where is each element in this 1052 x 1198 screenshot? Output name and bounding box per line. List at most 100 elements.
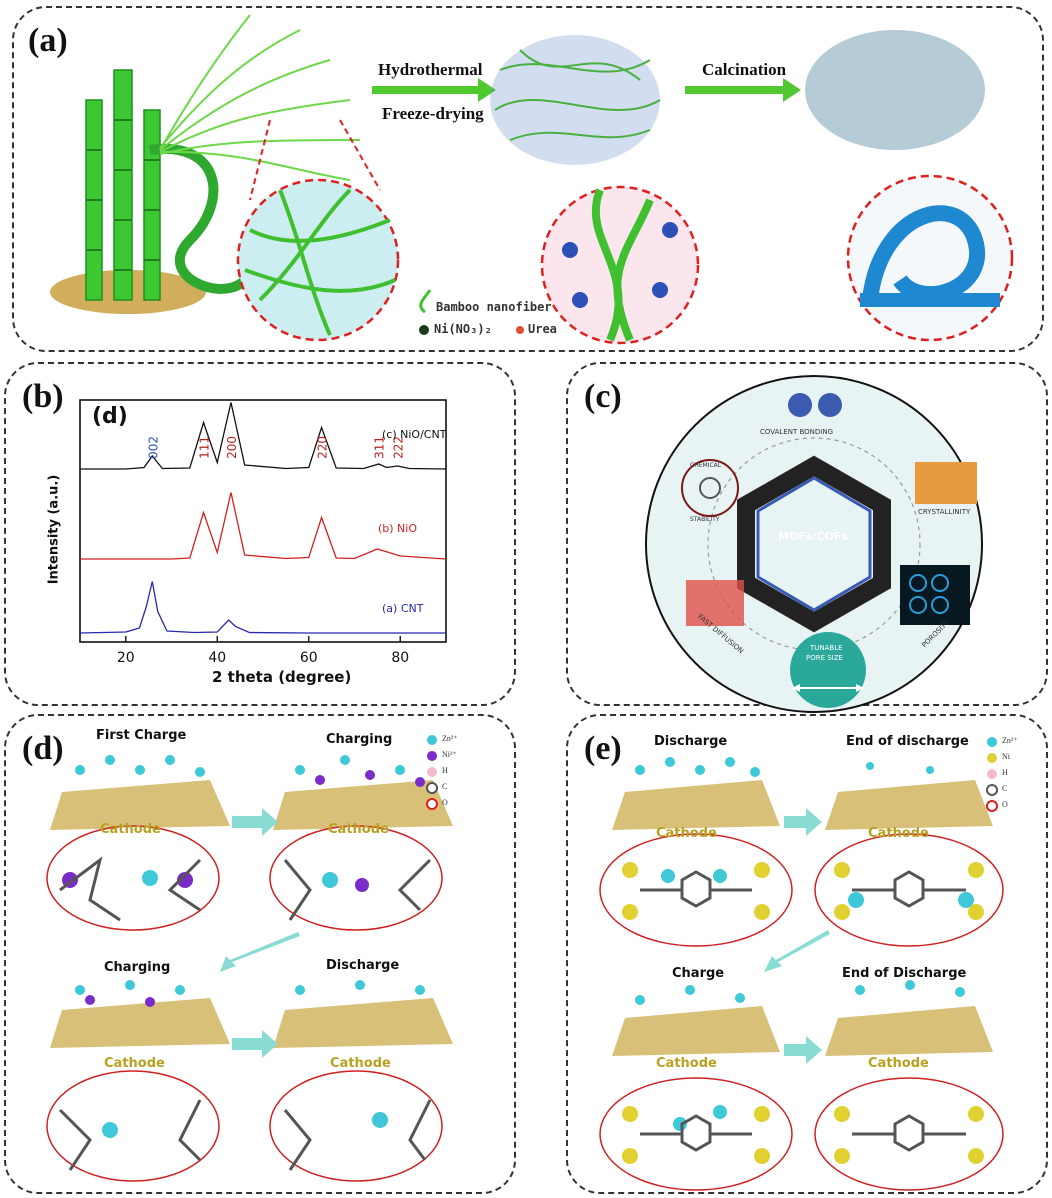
d-state-3: Charging <box>104 960 171 975</box>
xrd-xtick-label: 80 <box>391 650 409 666</box>
d-state-1: First Charge <box>96 728 187 743</box>
e-state-2: End of discharge <box>846 734 969 749</box>
label-stability: STABILITY <box>690 516 720 523</box>
d-legend-o <box>426 798 438 810</box>
step-hydrothermal: Hydrothermal <box>378 60 483 79</box>
e-slab-2 <box>825 780 993 830</box>
panel-a-label: (a) <box>28 22 68 59</box>
xrd-series-line <box>79 581 446 634</box>
fast-diffusion-lattice <box>686 580 744 626</box>
xrd-peak-label: 311 <box>373 436 387 459</box>
label-chemical: CHEMICAL <box>690 462 722 469</box>
panel-e <box>566 714 1048 1194</box>
series-label-nio-cnt: (c) NiO/CNT <box>382 428 447 441</box>
covalent-atom-right <box>818 393 842 417</box>
xrd-xlabel: 2 theta (degree) <box>212 668 352 686</box>
panel-b-label: (b) <box>22 378 64 415</box>
d-zoom-3 <box>46 1070 220 1182</box>
xrd-xtick-label: 20 <box>117 650 135 666</box>
e-legend-o <box>986 800 998 812</box>
e-zoom-2 <box>814 833 1004 947</box>
e-state-4: End of Discharge <box>842 966 967 981</box>
d-zoom-4 <box>269 1070 443 1182</box>
ni-salt-marker <box>419 325 429 335</box>
e-legend-zn-label: Zn²⁺ <box>1002 736 1018 745</box>
d-state-2: Charging <box>326 732 393 747</box>
covalent-atom-left <box>788 393 812 417</box>
e-legend-ni <box>987 753 997 763</box>
stability-ring <box>681 459 739 517</box>
e-state-3: Charge <box>672 966 725 981</box>
xrd-xtick-label: 60 <box>300 650 318 666</box>
e-zoom-1 <box>599 833 793 947</box>
d-legend-h-label: H <box>442 766 448 775</box>
xrd-plot-frame <box>79 399 447 643</box>
panel-d-label: (d) <box>22 730 64 767</box>
mof-center-label: MOFs/COFs <box>778 530 848 543</box>
panel-c-illustration <box>645 375 983 713</box>
mof-background-circle <box>645 375 983 713</box>
e-transition-arrows <box>764 808 830 1064</box>
e-legend-o-label: O <box>1002 800 1008 809</box>
mof-hexagon <box>737 455 891 633</box>
xrd-peak-label: 222 <box>392 436 406 459</box>
panel-a-illustration <box>50 14 1014 345</box>
d-zoom-1 <box>46 825 220 931</box>
d-legend-c <box>426 782 438 794</box>
d-transition-arrows <box>220 808 300 1058</box>
d-state-4: Discharge <box>326 958 400 973</box>
legend-ni-nitrate: Ni(NO₃)₂ <box>434 322 492 336</box>
e-slab-1 <box>612 780 780 830</box>
xrd-xtick-label: 40 <box>208 650 226 666</box>
panel-d <box>4 714 516 1194</box>
xrd-chart: 20 40 60 80 002 111 200 220 311 222 <box>79 399 447 666</box>
e-legend-h <box>987 769 997 779</box>
label-crystallinity: CRYSTALLINITY <box>918 508 971 516</box>
d-slab-2 <box>273 780 453 830</box>
e-slab-3 <box>612 1006 780 1056</box>
d-zoom-2 <box>269 825 443 931</box>
e-legend-h-label: H <box>1002 768 1008 777</box>
d-legend-h <box>427 767 437 777</box>
series-label-nio: (b) NiO <box>378 522 418 535</box>
d-slab-4 <box>273 998 453 1048</box>
panel-a <box>12 6 1044 352</box>
xrd-peak-label: 220 <box>316 436 330 459</box>
step-freeze-drying: Freeze-drying <box>382 104 484 123</box>
crystallinity-lattice <box>915 462 977 504</box>
xrd-peak-label: 111 <box>198 436 212 459</box>
e-zoom-4 <box>814 1077 1004 1191</box>
legend-bamboo-nanofiber: Bamboo nanofiber <box>436 300 552 314</box>
e-legend-zn <box>987 737 997 747</box>
d-legend-zn-label: Zn²⁺ <box>442 734 458 743</box>
xrd-series-line <box>80 492 447 560</box>
panel-e-label: (e) <box>584 730 622 767</box>
d-cathode-2: Cathode <box>328 822 389 837</box>
e-zoom-3 <box>599 1077 793 1191</box>
d-legend-ni-label: Ni²⁺ <box>442 750 457 759</box>
porosity-block <box>900 565 970 625</box>
d-legend-zn <box>427 735 437 745</box>
series-label-cnt: (a) CNT <box>382 602 424 615</box>
d-cathode-3: Cathode <box>104 1056 165 1071</box>
d-legend-c-label: C <box>442 782 448 791</box>
d-slab-1 <box>50 780 230 830</box>
panel-c-label: (c) <box>584 378 622 415</box>
e-cathode-3: Cathode <box>656 1056 717 1071</box>
nio-cluster <box>805 30 985 150</box>
urea-marker <box>516 326 524 334</box>
step-calcination: Calcination <box>702 60 787 79</box>
e-cathode-1: Cathode <box>656 826 717 841</box>
d-slab-3 <box>50 998 230 1048</box>
d-cathode-4: Cathode <box>330 1056 391 1071</box>
d-cathode-1: Cathode <box>100 822 161 837</box>
xrd-peak-label: 200 <box>225 436 239 459</box>
spiral-fiber <box>149 143 255 294</box>
d-legend-ni <box>427 751 437 761</box>
xrd-inner-label: (d) <box>92 404 128 429</box>
xrd-peak-label: 002 <box>146 436 160 459</box>
zoom-circle-fibers <box>236 178 400 342</box>
d-legend-o-label: O <box>442 798 448 807</box>
